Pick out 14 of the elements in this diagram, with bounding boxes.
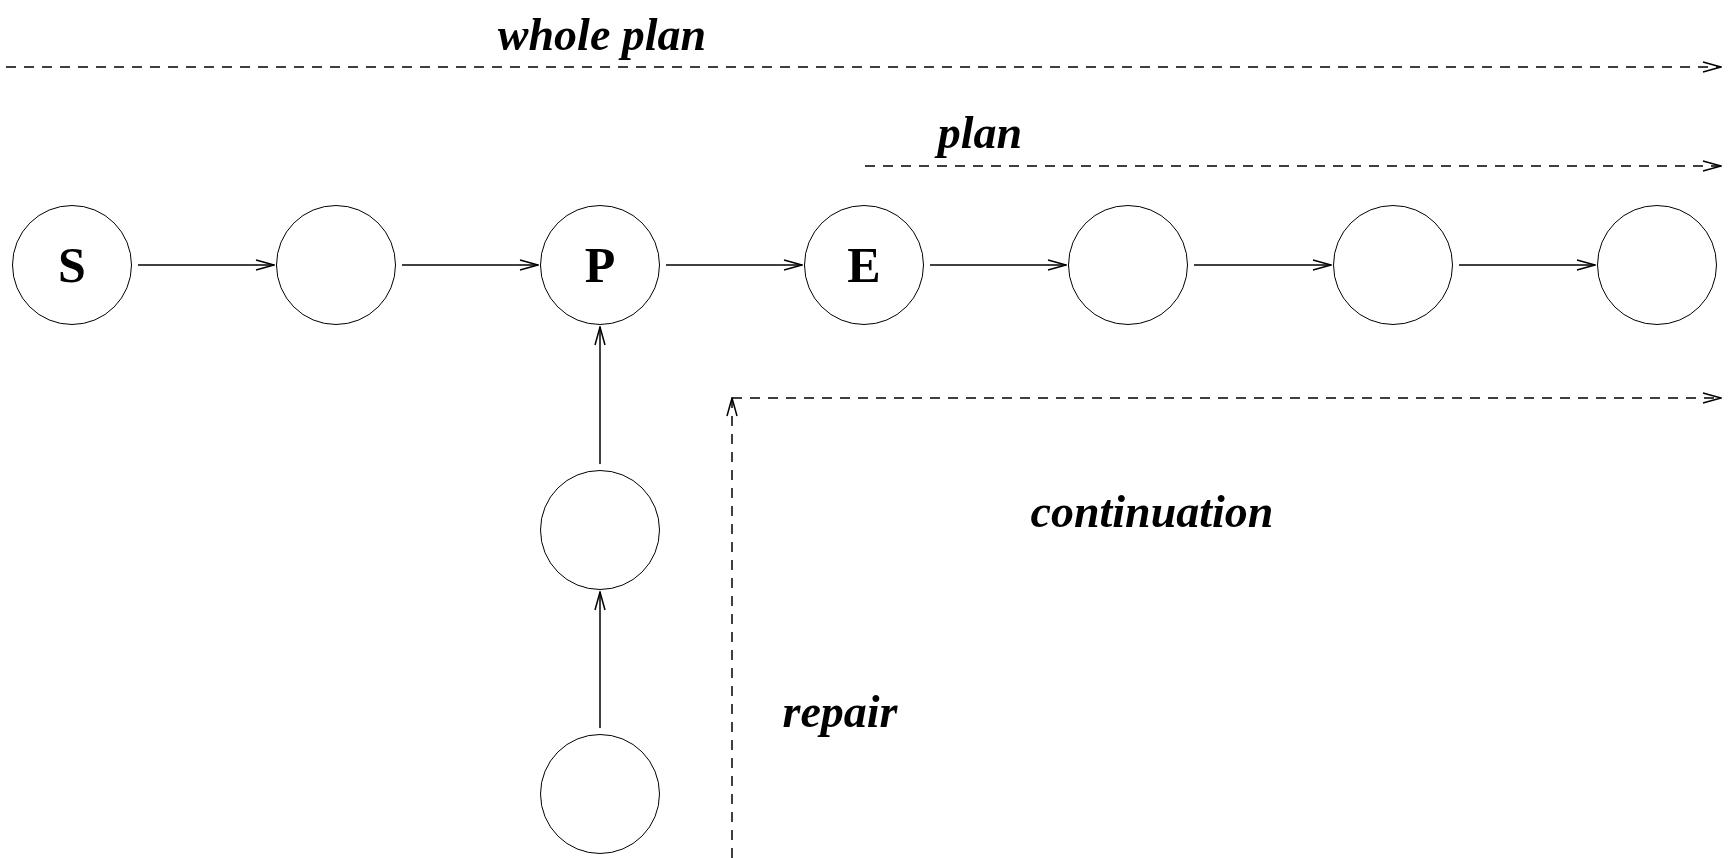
node-label: S [58,240,86,290]
node-label: P [584,240,616,290]
arrow [594,591,606,729]
span-label: whole plan [497,12,707,58]
span-label: repair [782,689,898,735]
arrow [1193,259,1332,271]
arrow [1458,259,1596,271]
arrow [665,259,803,271]
arrow [401,259,539,271]
span-label: continuation [1030,489,1274,535]
node-label: E [847,240,881,290]
arrow [137,259,275,271]
arrow [594,326,606,465]
arrow [929,259,1067,271]
